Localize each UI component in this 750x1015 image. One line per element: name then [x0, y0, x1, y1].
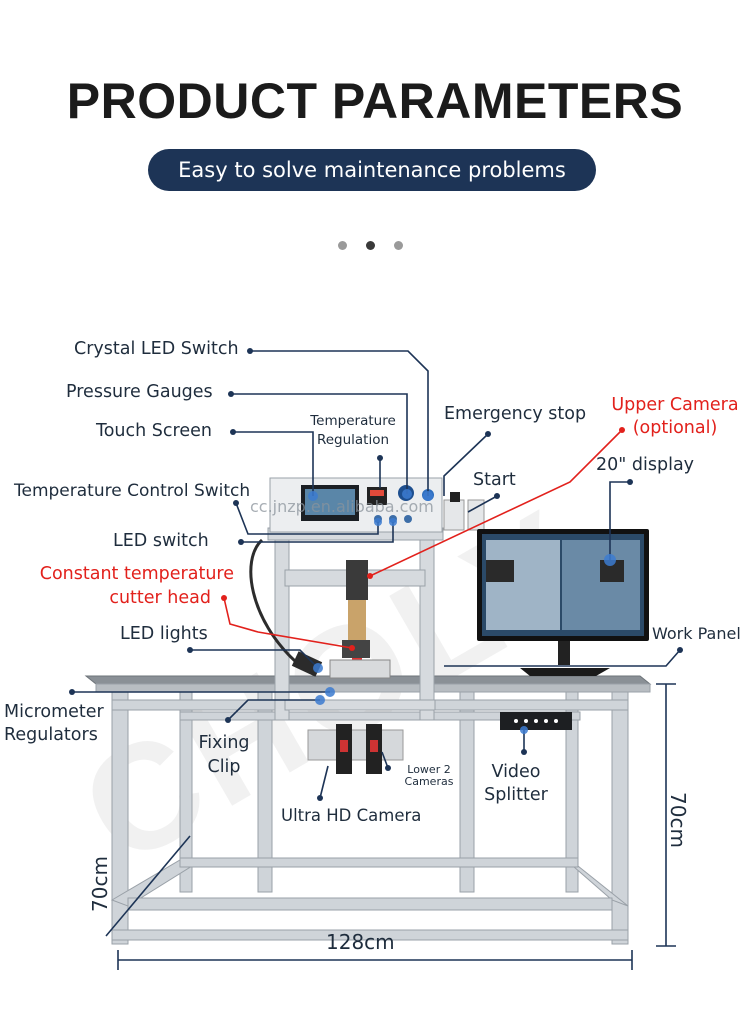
- label-video-splitter-line1: Video: [491, 762, 541, 782]
- dimension-lines: [105, 683, 676, 970]
- page-title: PRODUCT PARAMETERS: [66, 73, 684, 129]
- label-led-lights: LED lights: [120, 624, 208, 644]
- watermark-url: cc.jnzp.en.alibaba.com: [250, 497, 434, 516]
- label-ultra-hd-camera: Ultra HD Camera: [281, 806, 422, 825]
- label-touch-screen: Touch Screen: [96, 421, 212, 441]
- dimension-height: 70cm: [666, 792, 690, 848]
- label-work-panel: Work Panel: [652, 624, 741, 643]
- label-video-splitter-line2: Splitter: [484, 785, 548, 805]
- label-lower-cameras-line2: Cameras: [404, 775, 454, 788]
- callout-dots: [69, 348, 683, 801]
- cutter-head: [329, 560, 391, 679]
- label-temperature-control-switch: Temperature Control Switch: [14, 481, 251, 501]
- label-micrometer-line1: Micrometer: [4, 702, 104, 722]
- callout-dots-red: [221, 427, 625, 651]
- callout-lines-red: [223, 429, 623, 649]
- carousel-dot[interactable]: [338, 241, 347, 250]
- pneumatic-valves: [443, 492, 485, 531]
- subtitle-banner: Easy to solve maintenance problems: [148, 149, 596, 191]
- label-20in-display: 20" display: [596, 455, 695, 475]
- label-temperature-regulation-line2: Regulation: [316, 432, 390, 448]
- label-led-switch: LED switch: [113, 531, 209, 551]
- dimension-width: 128cm: [326, 930, 395, 954]
- label-emergency-stop: Emergency stop: [444, 404, 587, 424]
- label-upper-camera-line2: (optional): [632, 418, 718, 438]
- label-pressure-gauges: Pressure Gauges: [66, 382, 213, 402]
- dimension-depth: 70cm: [88, 856, 112, 912]
- label-lower-cameras-line1: Lower 2: [407, 763, 451, 776]
- label-start: Start: [473, 470, 516, 490]
- label-constant-temp-line1: Constant temperature: [39, 564, 234, 584]
- label-upper-camera-line1: Upper Camera: [611, 395, 739, 415]
- label-crystal-led-switch: Crystal LED Switch: [74, 339, 239, 359]
- carousel-dot[interactable]: [394, 241, 403, 250]
- label-constant-temp-line2: cutter head: [109, 588, 211, 608]
- callout-targets: [308, 489, 616, 734]
- label-micrometer-line2: Regulators: [4, 725, 98, 745]
- monitor-20in: [477, 529, 649, 676]
- led-lamp-arm: [249, 538, 298, 664]
- label-temperature-regulation-line1: Temperature: [310, 413, 396, 429]
- label-fixing-clip-line2: Clip: [207, 757, 241, 777]
- lower-cameras: [307, 724, 404, 774]
- callout-lines: [72, 350, 681, 799]
- carousel-dots: [338, 241, 408, 251]
- carousel-dot-active[interactable]: [366, 241, 375, 250]
- label-fixing-clip-line1: Fixing: [198, 733, 250, 753]
